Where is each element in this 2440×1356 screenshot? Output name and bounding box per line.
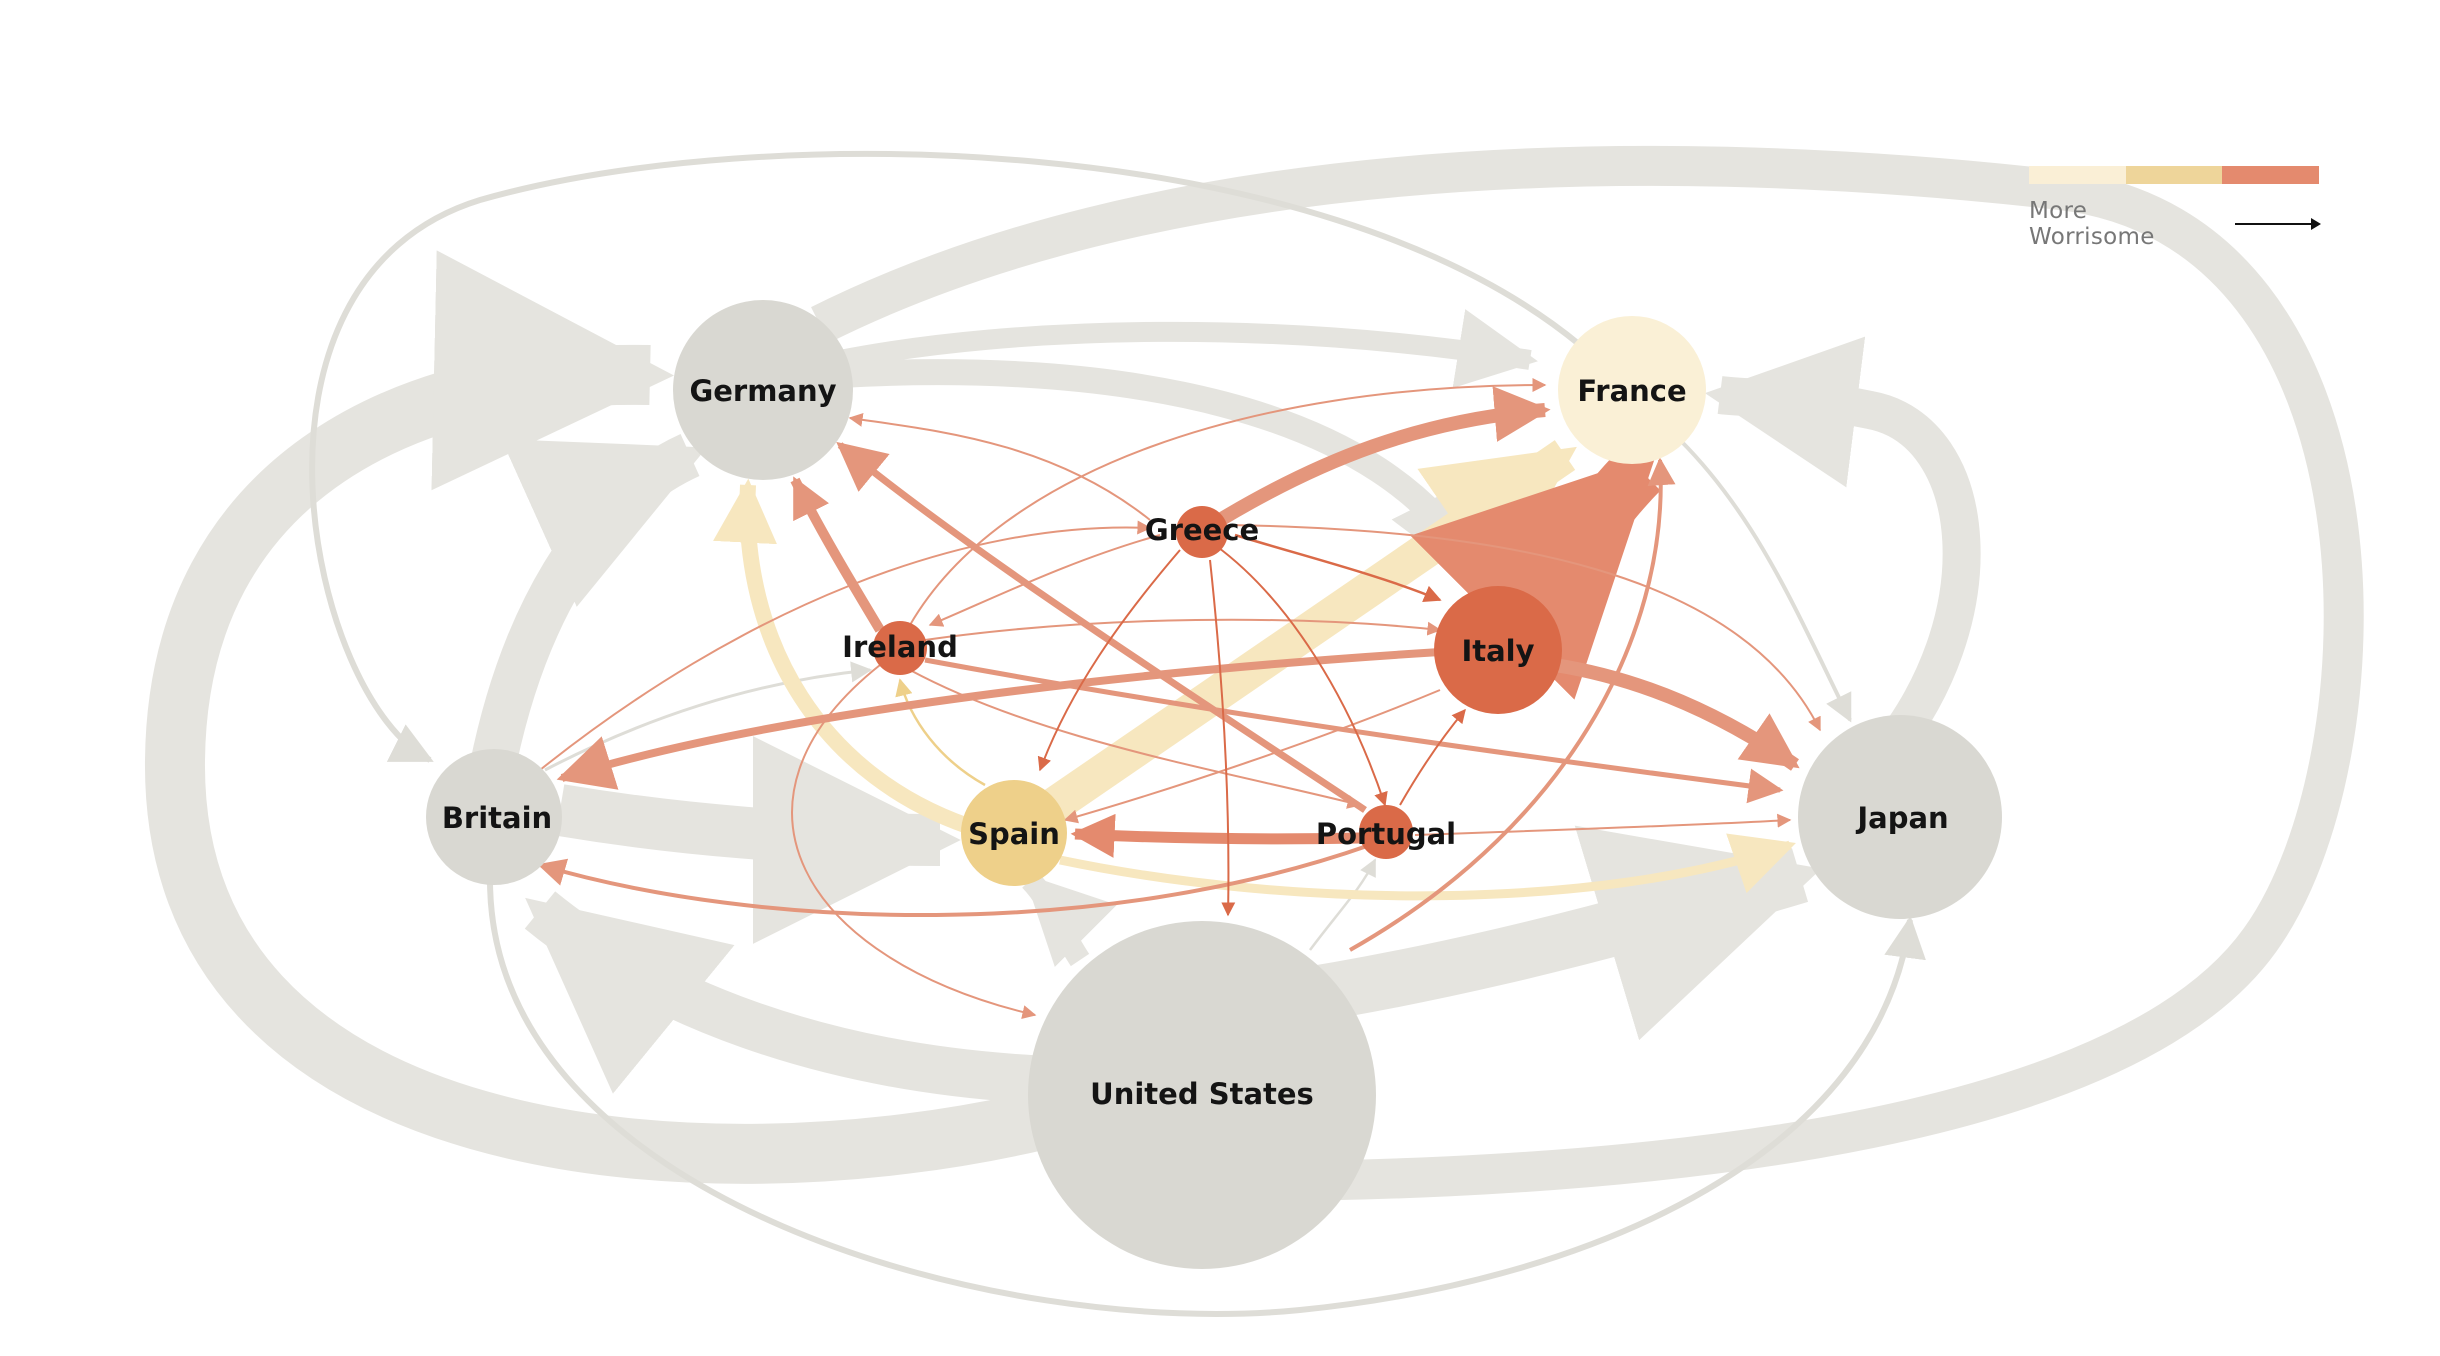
link-ireland-italy bbox=[924, 618, 1442, 641]
link-spain-germany bbox=[713, 478, 983, 838]
link-us-britain bbox=[524, 891, 1052, 1104]
link-ireland-portugal bbox=[909, 669, 1362, 809]
node-greece[interactable]: Greece bbox=[1145, 506, 1259, 558]
link-us-spain bbox=[1021, 872, 1118, 968]
link-spain-ireland bbox=[895, 678, 986, 787]
link-portugal-japan bbox=[1414, 813, 1792, 836]
legend-color-scale bbox=[2029, 166, 2320, 184]
link-us-france-warm bbox=[1349, 457, 1676, 952]
right-arrow-icon bbox=[2235, 218, 2321, 230]
link-ireland-france bbox=[909, 378, 1547, 626]
link-portugal-britain bbox=[537, 843, 1371, 917]
legend-swatch-low bbox=[2029, 166, 2126, 184]
link-britain-germany bbox=[467, 434, 707, 785]
node-britain[interactable]: Britain bbox=[426, 749, 562, 885]
hot-links bbox=[1037, 533, 1466, 917]
nodes: Germany France Greece Ireland Italy Brit… bbox=[426, 300, 2002, 1269]
node-japan[interactable]: Japan bbox=[1798, 715, 2002, 919]
link-italy-france bbox=[1410, 449, 1661, 700]
link-ireland-us bbox=[791, 664, 1037, 1019]
legend-caption: More Worrisome bbox=[2029, 198, 2321, 250]
link-france-japan-outer bbox=[811, 145, 2364, 1264]
link-greece-germany bbox=[848, 412, 1151, 521]
node-label-ireland: Ireland bbox=[842, 630, 958, 664]
legend-swatch-mid bbox=[2125, 166, 2223, 184]
link-spain-japan bbox=[1059, 833, 1796, 901]
node-label-portugal: Portugal bbox=[1316, 817, 1456, 851]
link-greece-france bbox=[1216, 386, 1551, 527]
legend-swatch-high bbox=[2222, 166, 2320, 184]
node-label-britain: Britain bbox=[442, 801, 552, 835]
link-germany-france bbox=[838, 309, 1538, 389]
link-ireland-germany bbox=[790, 476, 885, 633]
node-label-greece: Greece bbox=[1145, 513, 1259, 547]
link-greece-japan bbox=[1229, 524, 1821, 732]
node-label-japan: Japan bbox=[1855, 801, 1948, 835]
node-france[interactable]: France bbox=[1558, 316, 1706, 464]
link-germany-britain-outer bbox=[186, 390, 480, 1120]
node-label-italy: Italy bbox=[1461, 634, 1534, 668]
link-france-britain-thin bbox=[309, 150, 1582, 763]
link-japan-france-outer bbox=[1704, 336, 1981, 773]
node-united-states[interactable]: United States bbox=[1028, 921, 1376, 1269]
node-germany[interactable]: Germany bbox=[673, 300, 853, 480]
link-portugal-italy bbox=[1399, 708, 1466, 806]
legend: More Worrisome bbox=[2029, 166, 2321, 250]
link-italy-japan bbox=[1553, 658, 1800, 771]
node-label-germany: Germany bbox=[689, 374, 836, 408]
node-label-spain: Spain bbox=[968, 817, 1060, 851]
link-britain-spain bbox=[555, 735, 961, 944]
link-united-states-germany bbox=[144, 250, 1047, 1184]
link-france-japan-thin bbox=[1678, 438, 1852, 723]
node-portugal[interactable]: Portugal bbox=[1316, 805, 1456, 859]
link-greece-spain bbox=[1037, 549, 1181, 772]
node-label-france: France bbox=[1577, 374, 1686, 408]
node-ireland[interactable]: Ireland bbox=[842, 621, 958, 675]
link-italy-portugal bbox=[1063, 689, 1441, 824]
link-britain-greece bbox=[539, 520, 1152, 771]
link-ireland-japan bbox=[924, 657, 1784, 804]
node-italy[interactable]: Italy bbox=[1434, 586, 1562, 714]
link-greece-ireland bbox=[928, 534, 1161, 627]
node-spain[interactable]: Spain bbox=[961, 780, 1067, 886]
link-greece-portugal bbox=[1214, 544, 1388, 807]
link-italy-britain bbox=[556, 648, 1441, 790]
link-germany-italy bbox=[839, 359, 1492, 590]
warm-links bbox=[537, 378, 1821, 1019]
thin-gray-links bbox=[309, 150, 1926, 1317]
legend-label: More Worrisome bbox=[2029, 198, 2155, 250]
node-label-united-states: United States bbox=[1090, 1077, 1314, 1111]
link-portugal-germany bbox=[836, 441, 1367, 813]
link-portugal-spain bbox=[1070, 813, 1361, 858]
link-greece-italy bbox=[1234, 533, 1442, 603]
link-greece-us bbox=[1209, 559, 1236, 917]
link-us-portugal-thin bbox=[1309, 858, 1377, 951]
link-britain-us-thin bbox=[487, 879, 1926, 1317]
